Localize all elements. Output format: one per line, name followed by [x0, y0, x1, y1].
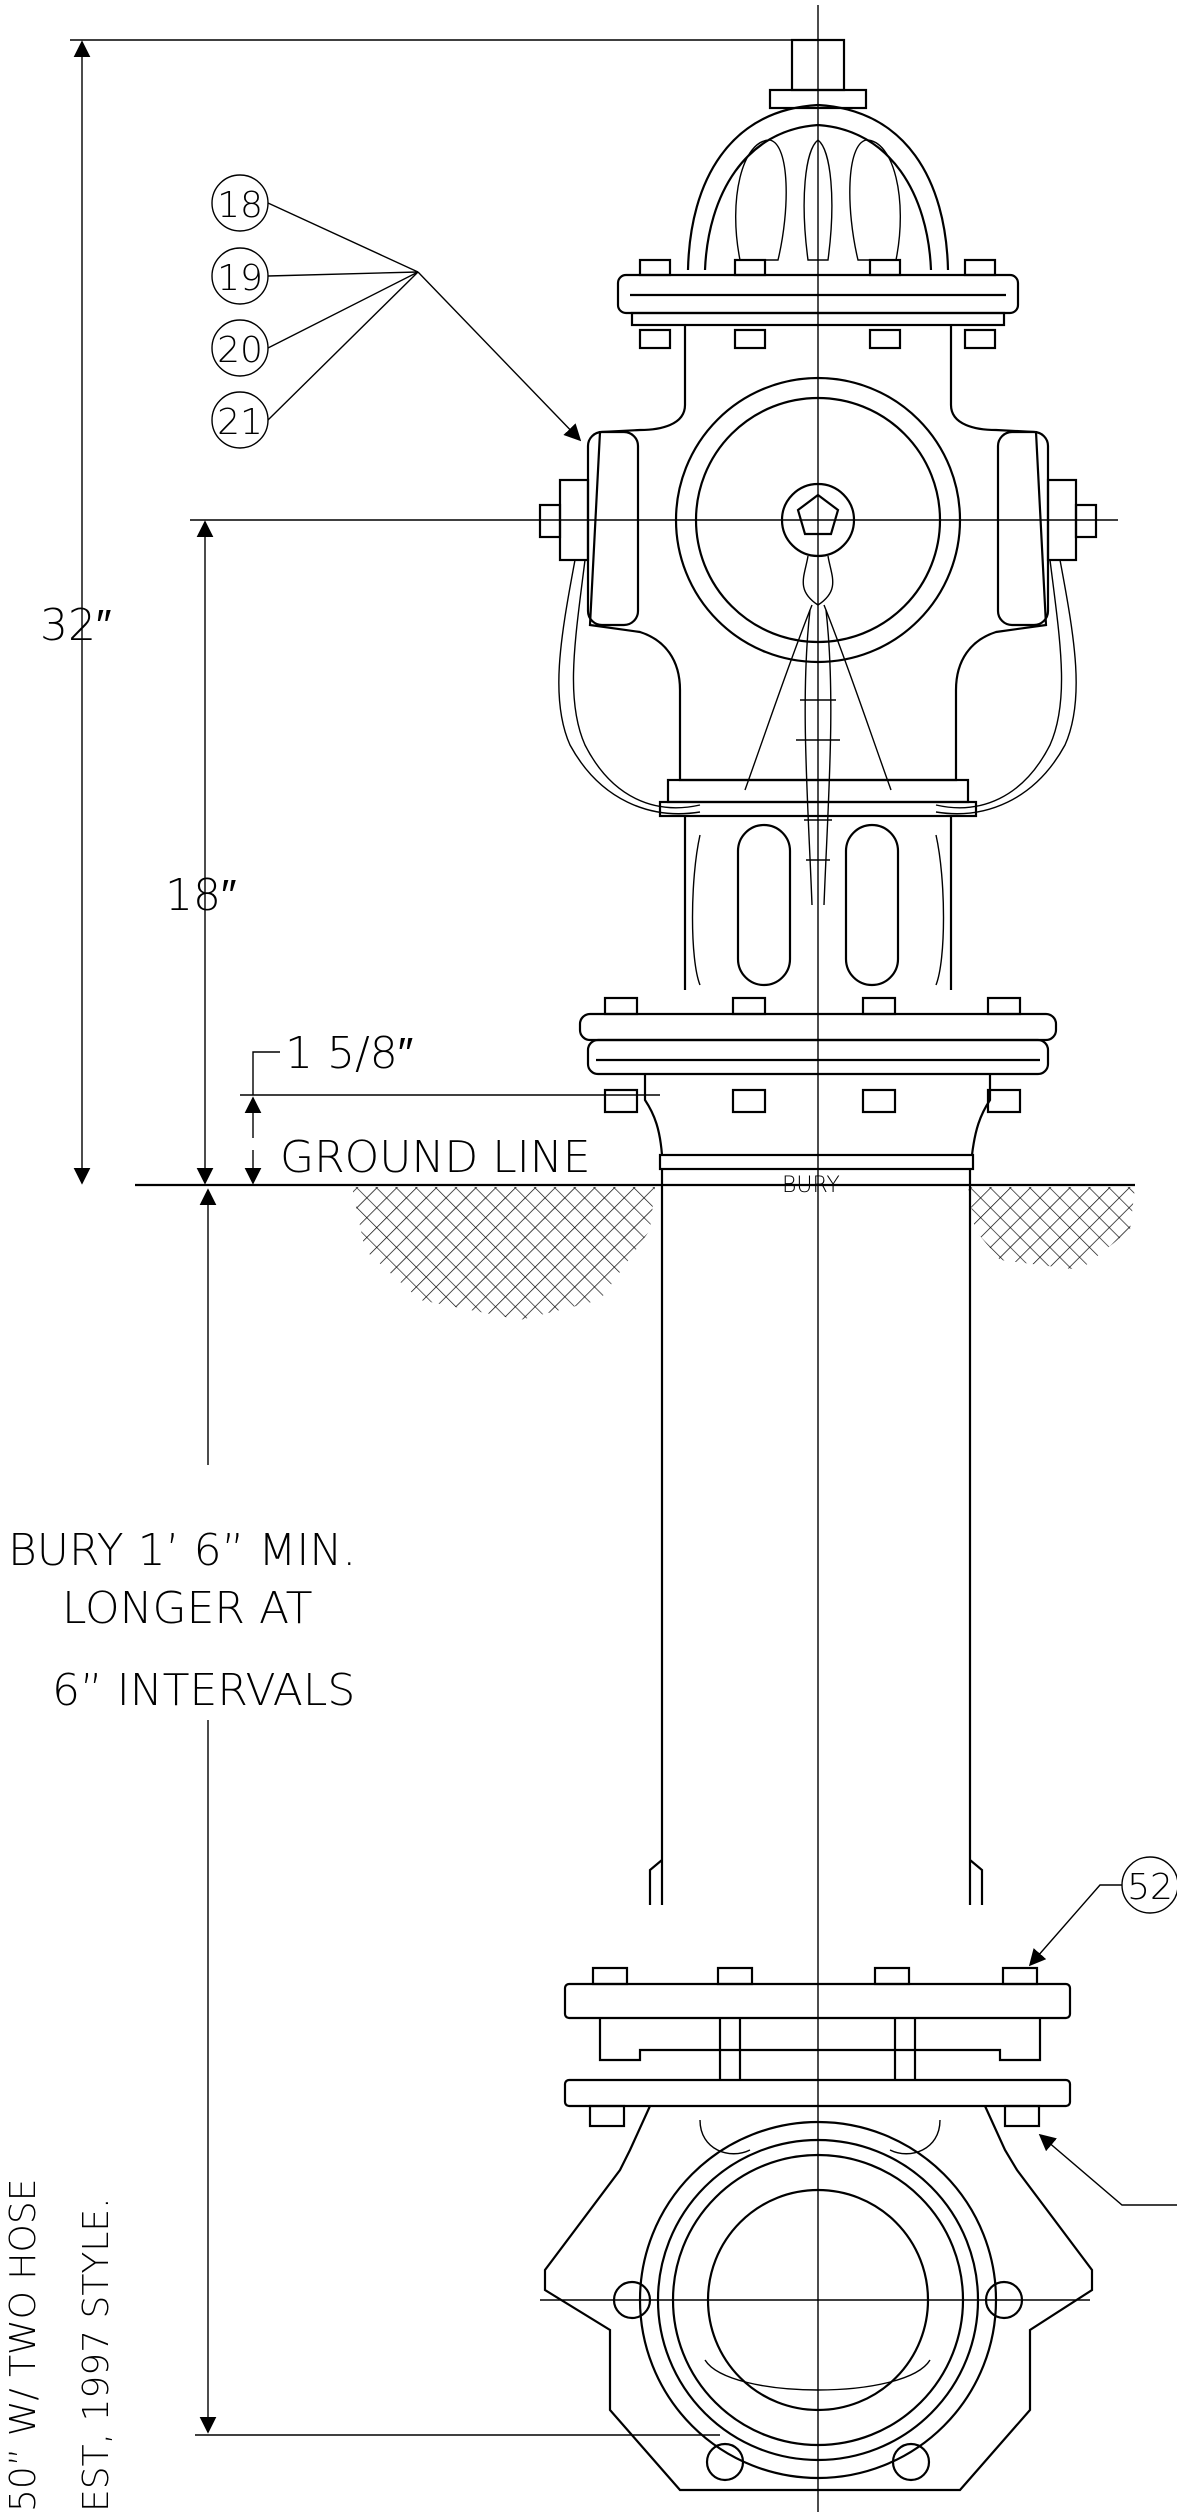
bury-tag: BURY [782, 1173, 840, 1198]
svg-text:19: 19 [217, 258, 263, 299]
svg-text:20: 20 [217, 330, 263, 371]
dim-18: 18″ [165, 870, 237, 921]
bury-note-line3: 6” INTERVALS [52, 1665, 355, 1716]
bonnet-bolts [638, 258, 997, 350]
balloon-18: 18 [211, 174, 269, 232]
balloon-group-18-21: 18 19 20 21 [211, 174, 582, 449]
side-note-line1: 50” W/ TWO HOSE [3, 2179, 44, 2512]
bury-note-line2: LONGER AT [62, 1583, 313, 1634]
svg-text:18: 18 [217, 185, 263, 226]
bury-note-line1: BURY 1’ 6” MIN. [8, 1525, 356, 1576]
ground-line-label: GROUND LINE [280, 1132, 591, 1183]
side-note-line2: EST, 1997 STYLE. [76, 2197, 117, 2512]
svg-text:21: 21 [217, 402, 263, 443]
balloon-20: 20 [211, 319, 269, 377]
dim-32: 32″ [40, 600, 112, 651]
leader-lower-right [1038, 2133, 1177, 2206]
center-lines [515, 5, 1118, 2512]
balloon-19: 19 [211, 247, 269, 305]
chains [558, 559, 1077, 906]
hydrant-body [538, 38, 1098, 2492]
balloon-52: 52 [1028, 1856, 1177, 1967]
balloon-21: 21 [211, 391, 269, 449]
dim-1-5-8: 1 5/8″ [285, 1028, 413, 1079]
dimension-lines [70, 39, 800, 2436]
ground-line [135, 1183, 1135, 1320]
lower-flange-bolts [603, 996, 1022, 1016]
svg-text:52: 52 [1127, 1867, 1173, 1908]
